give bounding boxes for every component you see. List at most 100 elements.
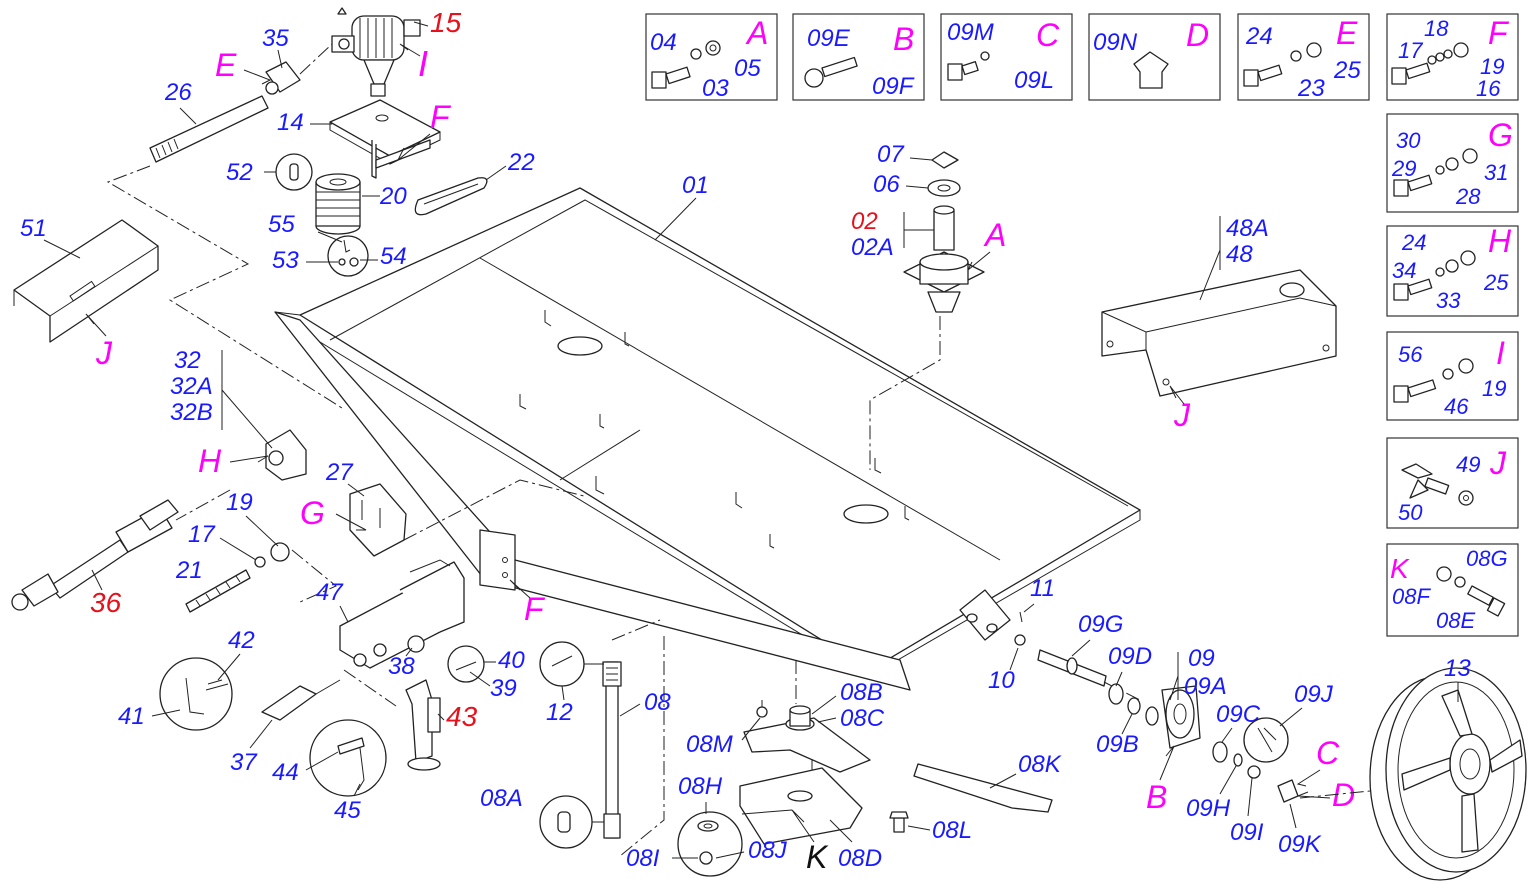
height-adjuster-47: 47 38 40 39 xyxy=(316,559,525,702)
kit-k-letter: K xyxy=(1390,553,1410,584)
kit-g-part-30: 30 xyxy=(1396,128,1421,153)
kit-i-letter: I xyxy=(1496,335,1505,371)
label-37: 37 xyxy=(230,749,258,776)
label-53: 53 xyxy=(272,247,299,274)
callout-b: B xyxy=(1146,779,1167,815)
label-51: 51 xyxy=(20,215,47,242)
label-45: 45 xyxy=(334,797,361,824)
bearing-32: 32 32A 32B H xyxy=(170,347,307,521)
kit-f-part-19: 19 xyxy=(1480,54,1504,79)
label-32: 32 xyxy=(174,347,201,374)
kit-g-part-29: 29 xyxy=(1391,156,1416,181)
kit-j-letter: J xyxy=(1489,445,1507,481)
label-09k: 09K xyxy=(1278,831,1322,858)
kit-a-part-05: 05 xyxy=(734,55,761,82)
kit-j-part-49: 49 xyxy=(1456,452,1480,477)
wheel-hub: 09D 09 09A 09B B 09C 09H 09I 09J 09K C D xyxy=(1096,643,1381,858)
label-40: 40 xyxy=(498,647,525,674)
kit-f-part-18: 18 xyxy=(1424,16,1449,41)
label-09h: 09H xyxy=(1186,795,1231,822)
kit-d-part-09n: 09N xyxy=(1093,29,1138,56)
kit-c-part-09l: 09L xyxy=(1014,67,1054,94)
label-22: 22 xyxy=(507,149,535,176)
pto-driveshaft: 36 xyxy=(11,499,179,618)
callout-f-hitch: F xyxy=(509,579,546,627)
kit-h-part-24: 24 xyxy=(1401,230,1426,255)
label-12: 12 xyxy=(546,699,573,726)
callout-j-right: J xyxy=(1173,397,1191,433)
label-09: 09 xyxy=(1188,645,1215,672)
label-32a: 32A xyxy=(170,373,213,400)
kit-a-part-03: 03 xyxy=(702,75,729,102)
callout-f-bottom: F xyxy=(524,591,546,627)
label-09i: 09I xyxy=(1230,819,1264,846)
kit-a-part-04: 04 xyxy=(650,29,677,56)
label-08l: 08L xyxy=(932,817,972,844)
label-09j: 09J xyxy=(1294,681,1334,708)
kit-k-part-08f: 08F xyxy=(1392,584,1431,609)
callout-k: K xyxy=(806,839,829,875)
input-shaft: 26 xyxy=(106,79,343,409)
kit-i-part-19: 19 xyxy=(1482,376,1506,401)
kit-box-i: 56 19 46 I xyxy=(1386,331,1519,421)
label-47: 47 xyxy=(316,579,344,606)
callout-d: D xyxy=(1332,777,1355,813)
label-09d: 09D xyxy=(1108,643,1152,670)
label-32b: 32B xyxy=(170,399,213,426)
kit-h-part-25: 25 xyxy=(1483,270,1509,295)
label-08b: 08B xyxy=(840,679,883,706)
label-01: 01 xyxy=(682,172,709,199)
cutting-blade: 08K 08L xyxy=(889,751,1062,844)
label-52: 52 xyxy=(226,159,253,186)
bracket-27: 27 G xyxy=(300,459,585,557)
kit-c-letter: C xyxy=(1036,17,1060,53)
kit-e-letter: E xyxy=(1336,15,1358,51)
callout-e: E xyxy=(215,47,237,83)
label-02: 02 xyxy=(851,208,878,235)
callout-g: G xyxy=(300,495,325,531)
kit-box-a: 04 05 03 A xyxy=(645,13,778,102)
label-07: 07 xyxy=(877,141,905,168)
pivot-post-08: 08 12 08A xyxy=(480,619,671,857)
label-15: 15 xyxy=(430,7,462,38)
kit-i-part-56: 56 xyxy=(1398,342,1423,367)
label-43: 43 xyxy=(446,701,478,732)
callout-a: A xyxy=(983,217,1006,253)
kit-box-h: 24 34 25 33 H xyxy=(1386,223,1519,317)
drive-belt: 22 xyxy=(414,149,535,216)
kit-g-part-31: 31 xyxy=(1484,160,1508,185)
kit-box-c: 09M 09L C xyxy=(940,13,1073,101)
gearbox-assembly: 15 I 35 E 14 F 20 52 xyxy=(215,7,462,277)
blade-carrier: 08B 08C 08M xyxy=(686,660,885,800)
kit-b-part-09e: 09E xyxy=(807,25,851,52)
label-10: 10 xyxy=(988,667,1015,694)
belt-cover-48: 48A 48 J xyxy=(1101,215,1337,433)
kit-box-g: 30 29 31 28 G xyxy=(1386,113,1519,213)
kit-e-part-24: 24 xyxy=(1245,23,1273,50)
kit-c-part-09m: 09M xyxy=(947,19,994,46)
label-08a: 08A xyxy=(480,785,523,812)
kit-d-letter: D xyxy=(1186,17,1209,53)
kit-e-part-25: 25 xyxy=(1333,57,1361,84)
wheel-13: 13 xyxy=(1369,655,1527,881)
label-39: 39 xyxy=(490,675,517,702)
label-27: 27 xyxy=(325,459,354,486)
label-21: 21 xyxy=(175,557,203,584)
wheel-axle: 11 10 09G xyxy=(988,575,1141,701)
label-09b: 09B xyxy=(1096,731,1139,758)
label-09g: 09G xyxy=(1078,611,1123,638)
mower-deck-frame: 01 xyxy=(274,172,1141,691)
callout-j-left: J xyxy=(95,335,113,371)
label-17: 17 xyxy=(188,521,216,548)
label-26: 26 xyxy=(164,79,192,106)
spindle-assembly: 07 06 02 02A A xyxy=(851,141,1006,470)
hitch-pin-37: 42 41 37 xyxy=(118,627,397,776)
label-09a: 09A xyxy=(1184,673,1227,700)
kit-k-part-08e: 08E xyxy=(1436,608,1475,633)
label-20: 20 xyxy=(379,183,407,210)
label-06: 06 xyxy=(873,171,900,198)
label-41: 41 xyxy=(118,703,145,730)
kit-box-e: 24 25 23 E xyxy=(1237,13,1370,102)
label-08h: 08H xyxy=(678,773,723,800)
